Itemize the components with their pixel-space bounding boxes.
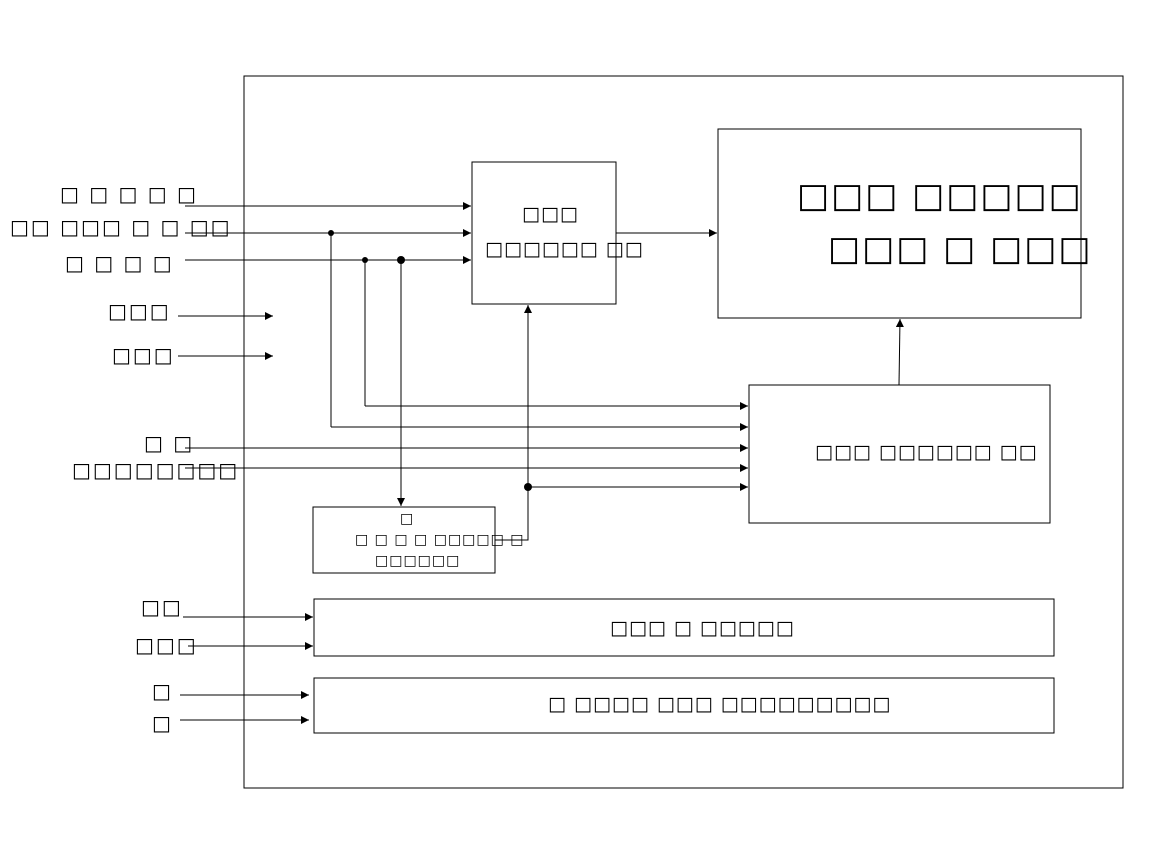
input-label-9: □□□ <box>135 633 198 657</box>
input-label-7: □□□□□□□□ <box>72 458 239 482</box>
bar-block-1-label: □□□ □ □□□□□ <box>610 617 795 639</box>
top-control-block <box>471 161 617 305</box>
display-block-title: □□□ □□□□□ <box>797 176 1083 216</box>
processing-to-display-arrow <box>895 318 904 386</box>
input-label-11: □ <box>152 711 173 735</box>
bar-block-1 <box>313 598 1055 657</box>
processing-block-label: □□□ □□□□□□ □□ <box>815 441 1038 463</box>
control-block-subtitle: □□□□□□ □□ <box>485 238 644 260</box>
input-label-5: □□□ <box>112 343 175 367</box>
small-block-output-line <box>495 487 529 541</box>
small-block-line-2: □ □ □ □ □□□□□ □ <box>355 532 525 548</box>
junction-dot <box>362 257 368 263</box>
small-processing-block <box>312 506 496 574</box>
input-label-6: □ □ <box>144 431 194 455</box>
control-block-title: □□□ <box>522 203 579 225</box>
junction-dot <box>524 483 532 491</box>
display-block <box>717 128 1082 319</box>
junction-dot <box>397 256 405 264</box>
input-label-4: □□□ <box>108 299 171 323</box>
right-processing-block <box>748 384 1051 524</box>
input-label-3: □ □ □ □ <box>65 251 174 275</box>
input-label-1: □ □ □ □ □ <box>60 182 198 206</box>
small-block-line-1: □ <box>400 511 414 527</box>
input-label-10: □ <box>152 679 173 703</box>
junction-dot <box>328 230 334 236</box>
bar-block-2 <box>313 677 1055 734</box>
display-block-subtitle: □□□ □ □□□ <box>828 229 1092 269</box>
bar-block-2-label: □ □□□□ □□□ □□□□□□□□□ <box>548 693 891 715</box>
input-label-2: □□ □□□ □ □ □□ <box>10 215 232 239</box>
small-block-line-3: □□□□□□ <box>375 553 460 569</box>
input-label-8: □□ <box>141 595 183 619</box>
